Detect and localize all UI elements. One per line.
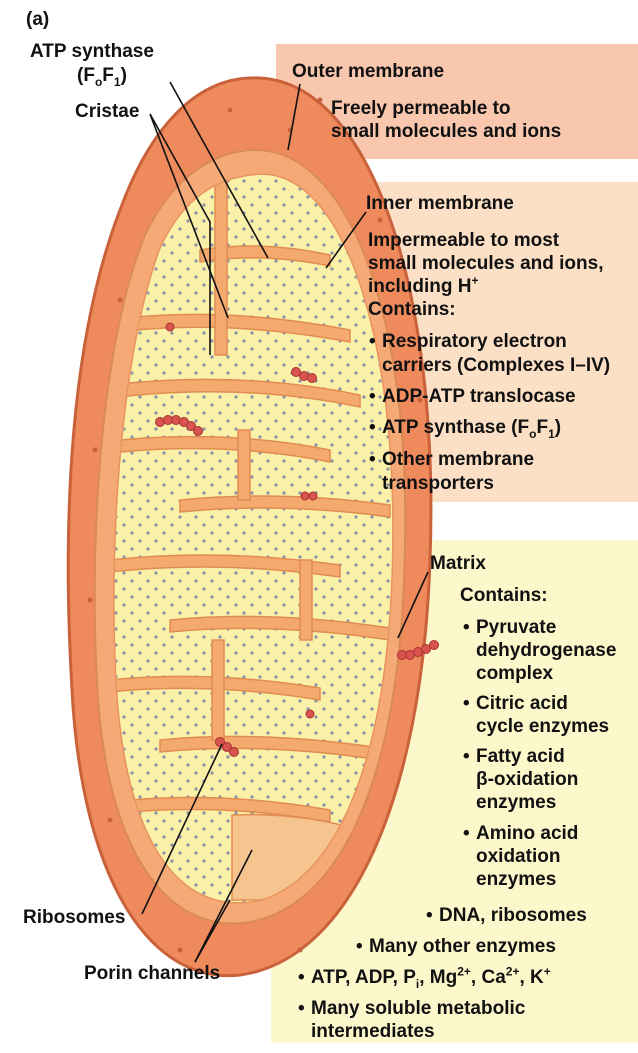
inner-membrane-desc-line1: Impermeable to most: [368, 229, 559, 253]
matrix-item-5: DNA, ribosomes: [439, 904, 587, 928]
inner-item-4-line1: Other membrane: [382, 448, 534, 472]
outer-membrane-title: Outer membrane: [292, 60, 444, 84]
inner-item-4-line2: transporters: [382, 472, 494, 496]
matrix-item-8-line1: Many soluble metabolic: [311, 997, 525, 1021]
inner-membrane-desc-line3: including H+: [368, 275, 478, 299]
inner-membrane-title: Inner membrane: [366, 192, 514, 216]
matrix-contains: Contains:: [460, 584, 548, 608]
matrix-item-3-line2: β-oxidation: [476, 768, 578, 792]
matrix-item-4-line1: Amino acid: [476, 822, 578, 846]
ribosomes-label: Ribosomes: [23, 906, 125, 929]
atp-synthase-label: ATP synthase: [30, 40, 154, 63]
matrix-item-3-line1: Fatty acid: [476, 745, 565, 769]
matrix-item-7: ATP, ADP, Pi, Mg2+, Ca2+, K+: [311, 966, 551, 990]
inner-membrane-contains: Contains:: [368, 298, 456, 322]
inner-item-3: ATP synthase (FoF1): [382, 416, 561, 440]
outer-membrane-desc-line1: Freely permeable to: [331, 97, 511, 121]
matrix-item-8-line2: intermediates: [311, 1020, 435, 1044]
matrix-item-1-line2: dehydrogenase: [476, 639, 616, 663]
matrix-title: Matrix: [430, 552, 486, 576]
atp-synthase-subscript-label: (FoF1): [77, 64, 127, 87]
matrix-item-6: Many other enzymes: [369, 935, 556, 959]
porin-channels-label: Porin channels: [84, 962, 220, 985]
matrix-item-1-line1: Pyruvate: [476, 616, 556, 640]
matrix-item-1-line3: complex: [476, 662, 553, 686]
matrix-item-3-line3: enzymes: [476, 791, 556, 815]
cristae-label: Cristae: [75, 100, 139, 123]
inner-item-1-line1: Respiratory electron: [382, 330, 567, 354]
panel-label: (a): [26, 8, 49, 31]
matrix-item-4-line2: oxidation: [476, 845, 560, 869]
inner-membrane-desc-line2: small molecules and ions,: [368, 252, 603, 276]
outer-membrane-desc-line2: small molecules and ions: [331, 120, 561, 144]
matrix-item-2-line1: Citric acid: [476, 692, 568, 716]
inner-item-2: ADP-ATP translocase: [382, 385, 576, 409]
matrix-item-4-line3: enzymes: [476, 868, 556, 892]
matrix-item-2-line2: cycle enzymes: [476, 715, 609, 739]
inner-item-1-line2: carriers (Complexes I–IV): [382, 354, 610, 378]
